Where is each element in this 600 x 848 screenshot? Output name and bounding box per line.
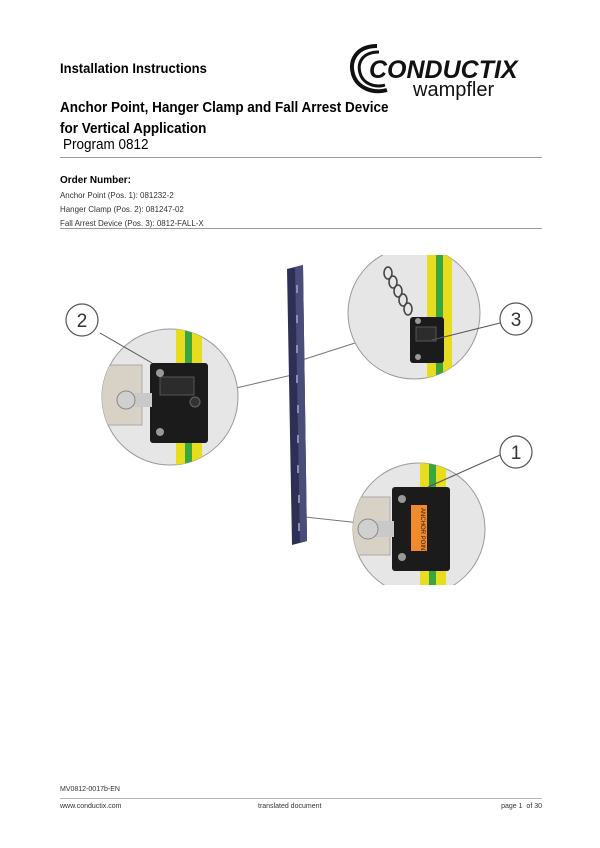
order-line-fall-arrest: Fall Arrest Device (Pos. 3): 0812-FALL-X xyxy=(60,218,204,228)
title-line-1: Anchor Point, Hanger Clamp and Fall Arre… xyxy=(60,100,389,116)
order-divider xyxy=(60,228,542,229)
callout-leader-2 xyxy=(99,332,153,364)
conductor-rail xyxy=(287,265,307,545)
order-line-hanger-clamp: Hanger Clamp (Pos. 2): 081247-02 xyxy=(60,204,184,214)
order-line-anchor-point: Anchor Point (Pos. 1): 081232-2 xyxy=(60,190,174,200)
detail-leader-left xyxy=(235,374,293,389)
detail-leader-right-top xyxy=(301,342,356,361)
footer-translated-note: translated document xyxy=(258,803,322,810)
callout-3-number: 3 xyxy=(511,310,522,331)
document-type: Installation Instructions xyxy=(60,60,207,76)
detail-hanger-clamp xyxy=(101,328,239,466)
anchor-point-label: ANCHOR POINT xyxy=(419,508,425,554)
callout-3: 3 xyxy=(499,302,533,336)
title-divider xyxy=(60,157,542,158)
logo-sub-text: wampfler xyxy=(412,79,494,101)
footer-divider xyxy=(60,798,542,799)
footer-doc-code: MV0812-0017b-EN xyxy=(60,786,120,793)
callout-leader-3 xyxy=(431,322,501,341)
callout-2-number: 2 xyxy=(77,311,88,332)
logo-main-text: CONDUCTIX xyxy=(369,56,519,84)
installation-illustration: ANCHOR POINT 2 3 1 xyxy=(65,255,533,585)
order-number-title: Order Number: xyxy=(60,174,131,186)
title-line-2: for Vertical Application xyxy=(60,121,207,137)
detail-anchor-point: ANCHOR POINT xyxy=(352,462,486,585)
footer-website: www.conductix.com xyxy=(60,803,122,810)
callout-2: 2 xyxy=(65,303,99,337)
callout-leader-1 xyxy=(427,454,501,488)
program-number: Program 0812 xyxy=(63,137,149,153)
callout-1: 1 xyxy=(499,435,533,469)
document-title: Anchor Point, Hanger Clamp and Fall Arre… xyxy=(60,98,395,140)
footer-page-number: page 1 of 30 xyxy=(501,803,542,810)
detail-fall-arrest-device xyxy=(347,255,481,380)
conductix-wampfler-logo: CONDUCTIX wampfler xyxy=(350,44,519,101)
callout-1-number: 1 xyxy=(511,443,522,464)
detail-leader-right-bottom xyxy=(304,516,361,524)
